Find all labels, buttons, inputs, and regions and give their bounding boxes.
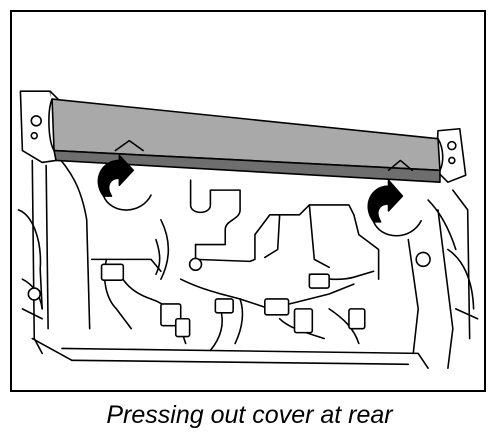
figure-caption: Pressing out cover at rear [106, 401, 393, 429]
curved-up-arrow-icon [367, 159, 422, 237]
curved-up-arrow-icon [97, 139, 152, 211]
seat-cover-illustration [17, 90, 479, 370]
seat-frame [17, 149, 479, 370]
seat-springs [90, 179, 380, 280]
rear-cover [48, 98, 444, 183]
wiring-harness [103, 238, 375, 352]
connectors [27, 251, 431, 338]
illustration-frame [10, 10, 486, 392]
